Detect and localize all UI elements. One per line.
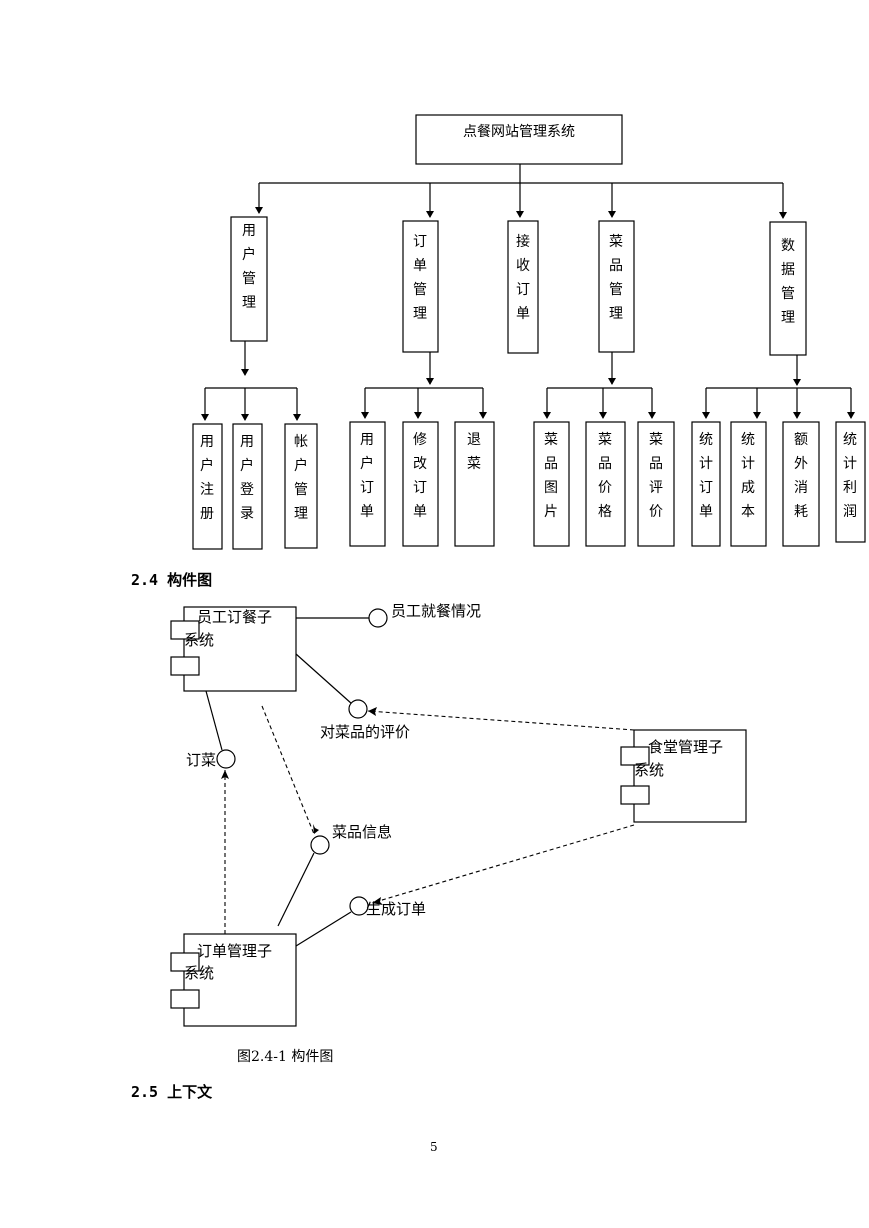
function-structure-diagram: 点餐网站管理系统 用户管理 订单管理 接收订单 菜品管理 数据管理 用户注册 用… [192, 114, 866, 550]
leaf-stat-order: 统计订单 [691, 421, 721, 547]
module-label: 菜品管理 [609, 234, 623, 322]
leaf-user-order: 用户订单 [349, 421, 386, 547]
component-canteen-management: 食堂管理子 系统 [620, 729, 747, 823]
figure-caption: 图2.4-1 构件图 [237, 1049, 334, 1065]
svg-text:额外消耗: 额外消耗 [794, 432, 808, 520]
svg-text:用户注册: 用户注册 [200, 434, 214, 522]
interface-dining-circle [368, 608, 388, 628]
interface-order-dish-circle [216, 749, 236, 769]
leaf-user-login: 用户登录 [232, 423, 263, 550]
component-employee-ordering: 员工订餐子 系统 [170, 606, 297, 692]
module-label: 接收订单 [516, 233, 530, 322]
root-node: 点餐网站管理系统 [415, 114, 623, 165]
module-receive-order: 接收订单 [507, 220, 539, 354]
leaf-dish-image: 菜品图片 [533, 421, 570, 547]
module-order-management: 订单管理 [402, 220, 439, 353]
leaf-return-dish: 退菜 [454, 421, 495, 547]
svg-text:统计成本: 统计成本 [741, 432, 755, 520]
svg-text:统计利润: 统计利润 [843, 432, 857, 520]
leaf-dish-review: 菜品评价 [637, 421, 675, 547]
module-user-management: 用户管理 [230, 216, 268, 342]
interface-dining-label: 员工就餐情况 [391, 602, 481, 620]
component-label-line1: 食堂管理子 [648, 738, 723, 756]
module-label: 用户管理 [242, 223, 256, 311]
section-heading-2-5: 2.5 上下文 [131, 1083, 213, 1101]
interface-order-dish-label: 订菜 [186, 751, 216, 769]
svg-text:用户订单: 用户订单 [360, 432, 374, 520]
component-label-line2: 系统 [634, 761, 664, 779]
leaf-modify-order: 修改订单 [402, 421, 439, 547]
leaf-user-register: 用户注册 [192, 423, 223, 550]
interface-review-label: 对菜品的评价 [320, 723, 410, 741]
svg-text:用户登录: 用户登录 [240, 434, 254, 522]
component-label-line2: 系统 [184, 631, 214, 649]
svg-text:帐户管理: 帐户管理 [294, 434, 308, 522]
component-order-management: 订单管理子 系统 [170, 933, 297, 1027]
leaf-stat-cost: 统计成本 [730, 421, 767, 547]
svg-text:修改订单: 修改订单 [413, 432, 427, 520]
svg-text:退菜: 退菜 [467, 432, 481, 472]
module-dish-management: 菜品管理 [598, 220, 635, 353]
leaf-account-management: 帐户管理 [284, 423, 318, 549]
interface-dish-info-label: 菜品信息 [332, 823, 392, 841]
interface-dish-info-circle [310, 835, 330, 855]
leaf-stat-profit: 统计利润 [835, 421, 866, 543]
interface-gen-order-label: 生成订单 [366, 900, 426, 918]
svg-text:统计订单: 统计订单 [699, 432, 713, 520]
module-label: 数据管理 [781, 238, 795, 326]
section-heading-2-4: 2.4 构件图 [131, 571, 213, 589]
leaf-dish-price: 菜品价格 [585, 421, 626, 547]
interface-gen-order-circle [349, 896, 369, 916]
interface-review-circle [348, 699, 368, 719]
svg-text:菜品图片: 菜品图片 [544, 432, 558, 520]
svg-text:菜品价格: 菜品价格 [598, 432, 612, 520]
component-label-line1: 订单管理子 [197, 942, 272, 960]
component-label-line2: 系统 [184, 964, 214, 982]
module-label: 订单管理 [413, 234, 427, 322]
component-label-line1: 员工订餐子 [197, 608, 272, 626]
page-number: 5 [430, 1140, 438, 1154]
root-label: 点餐网站管理系统 [463, 124, 575, 140]
svg-text:菜品评价: 菜品评价 [649, 432, 663, 520]
module-data-management: 数据管理 [769, 221, 807, 356]
leaf-extra-consumption: 额外消耗 [782, 421, 820, 547]
